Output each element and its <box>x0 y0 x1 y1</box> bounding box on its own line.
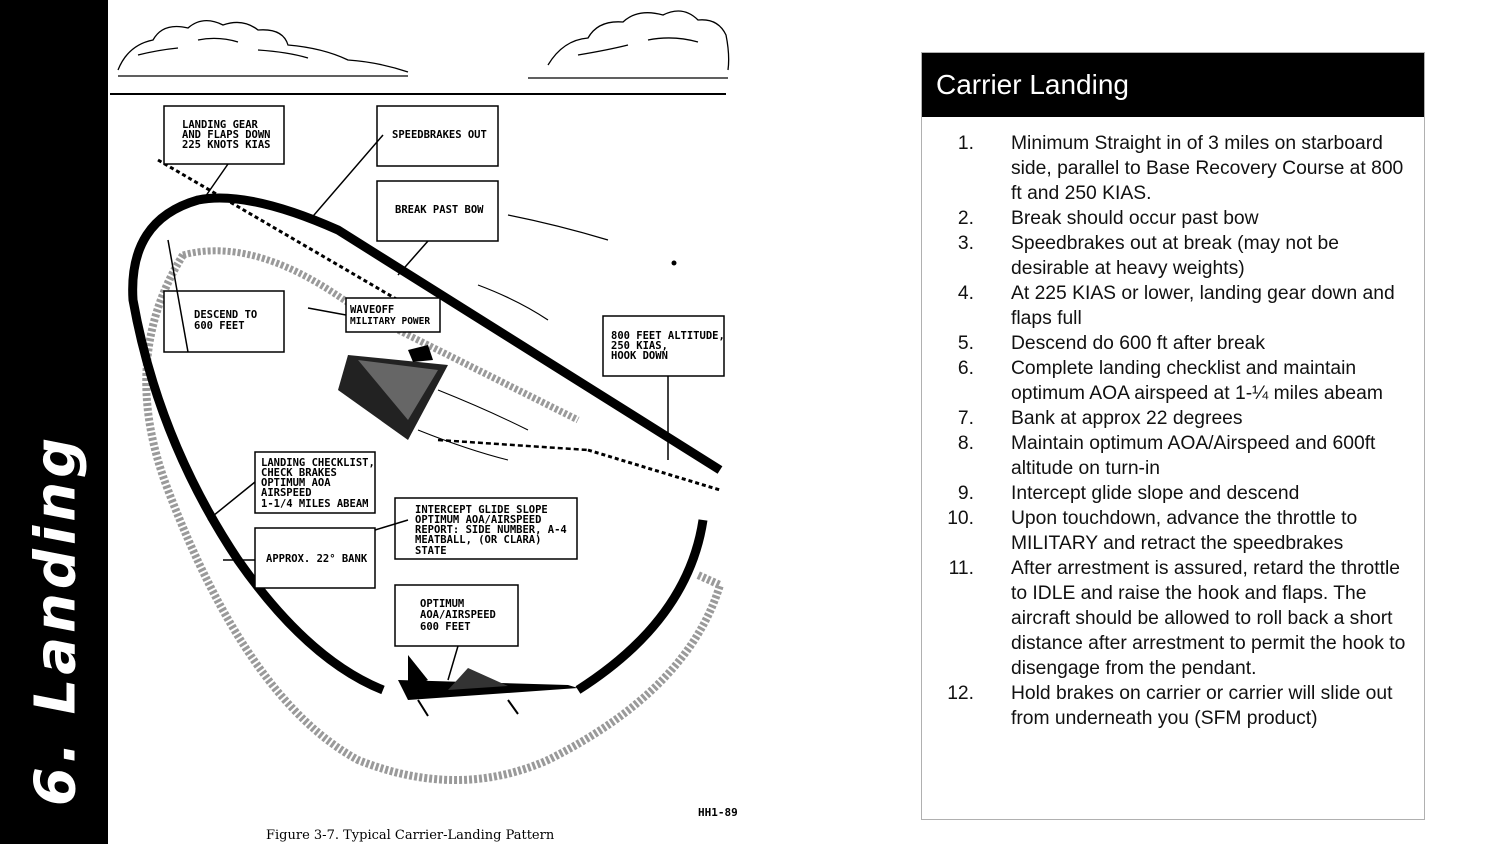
step-item: 2. Break should occur past bow <box>922 206 1424 231</box>
step-item: 10. Upon touchdown, advance the throttle … <box>922 506 1424 556</box>
step-text: Complete landing checklist and maintain … <box>1011 358 1383 404</box>
label-check-5: 1-1/4 MILES ABEAM <box>261 498 368 510</box>
step-text: Descend do 600 ft after break <box>1011 333 1265 354</box>
step-item: 3. Speedbrakes out at break (may not be d… <box>922 231 1424 281</box>
step-number: 2. <box>922 206 974 231</box>
step-item: 1. Minimum Straight in of 3 miles on star… <box>922 131 1424 206</box>
step-text: At 225 KIAS or lower, landing gear down … <box>1011 283 1395 329</box>
carrier-landing-figure: LANDING GEAR AND FLAPS DOWN 225 KNOTS KI… <box>108 0 738 844</box>
steps-list: 1. Minimum Straight in of 3 miles on star… <box>922 117 1424 731</box>
label-descend-2: 600 FEET <box>194 320 245 332</box>
step-number: 10. <box>922 506 974 531</box>
carrier-landing-panel: Carrier Landing 1. Minimum Straight in of… <box>921 52 1425 820</box>
aircraft-icon <box>398 655 578 716</box>
step-item: 12. Hold brakes on carrier or carrier wil… <box>922 681 1424 731</box>
label-bank: APPROX. 22° BANK <box>266 553 368 565</box>
step-item: 4. At 225 KIAS or lower, landing gear dow… <box>922 281 1424 331</box>
label-waveoff-1: WAVEOFF <box>350 304 394 316</box>
step-number: 3. <box>922 231 974 256</box>
step-text: Maintain optimum AOA/Airspeed and 600ft … <box>1011 433 1375 479</box>
step-number: 12. <box>922 681 974 706</box>
step-text: Upon touchdown, advance the throttle to … <box>1011 508 1357 554</box>
step-text: Speedbrakes out at break (may not be des… <box>1011 233 1339 279</box>
carrier-icon <box>338 345 528 460</box>
clouds <box>118 11 729 78</box>
step-item: 6. Complete landing checklist and maintai… <box>922 356 1424 406</box>
step-number: 7. <box>922 406 974 431</box>
label-speedbrakes: SPEEDBRAKES OUT <box>392 129 487 141</box>
step-number: 11. <box>922 556 974 581</box>
step-text: Minimum Straight in of 3 miles on starbo… <box>1011 133 1403 204</box>
label-gear-3: 225 KNOTS KIAS <box>182 139 271 151</box>
pattern-diagram: LANDING GEAR AND FLAPS DOWN 225 KNOTS KI… <box>108 0 738 844</box>
label-optimum-2: AOA/AIRSPEED <box>420 609 496 621</box>
step-number: 6. <box>922 356 974 381</box>
step-text: Bank at approx 22 degrees <box>1011 408 1243 429</box>
sidebar: 6. Landing <box>0 0 108 844</box>
step-number: 1. <box>922 131 974 156</box>
step-text: Intercept glide slope and descend <box>1011 483 1299 504</box>
figure-caption: Figure 3-7. Typical Carrier-Landing Patt… <box>266 828 554 843</box>
figure-code: HH1-89 <box>698 806 738 819</box>
step-text: Hold brakes on carrier or carrier will s… <box>1011 683 1392 729</box>
step-number: 4. <box>922 281 974 306</box>
label-alt-3: HOOK DOWN <box>611 350 668 362</box>
step-item: 5. Descend do 600 ft after break <box>922 331 1424 356</box>
step-item: 8. Maintain optimum AOA/Airspeed and 600f… <box>922 431 1424 481</box>
step-text: After arrestment is assured, retard the … <box>1011 558 1405 679</box>
label-waveoff-2: MILITARY POWER <box>350 316 430 327</box>
step-number: 9. <box>922 481 974 506</box>
step-number: 5. <box>922 331 974 356</box>
step-item: 7. Bank at approx 22 degrees <box>922 406 1424 431</box>
step-item: 9. Intercept glide slope and descend <box>922 481 1424 506</box>
label-optimum-3: 600 FEET <box>420 621 471 633</box>
step-text: Break should occur past bow <box>1011 208 1259 229</box>
panel-title: Carrier Landing <box>922 53 1424 117</box>
step-number: 8. <box>922 431 974 456</box>
section-title: 6. Landing <box>24 434 89 806</box>
label-break: BREAK PAST BOW <box>395 204 484 216</box>
step-item: 11. After arrestment is assured, retard t… <box>922 556 1424 681</box>
label-glide-5: STATE <box>415 545 447 557</box>
